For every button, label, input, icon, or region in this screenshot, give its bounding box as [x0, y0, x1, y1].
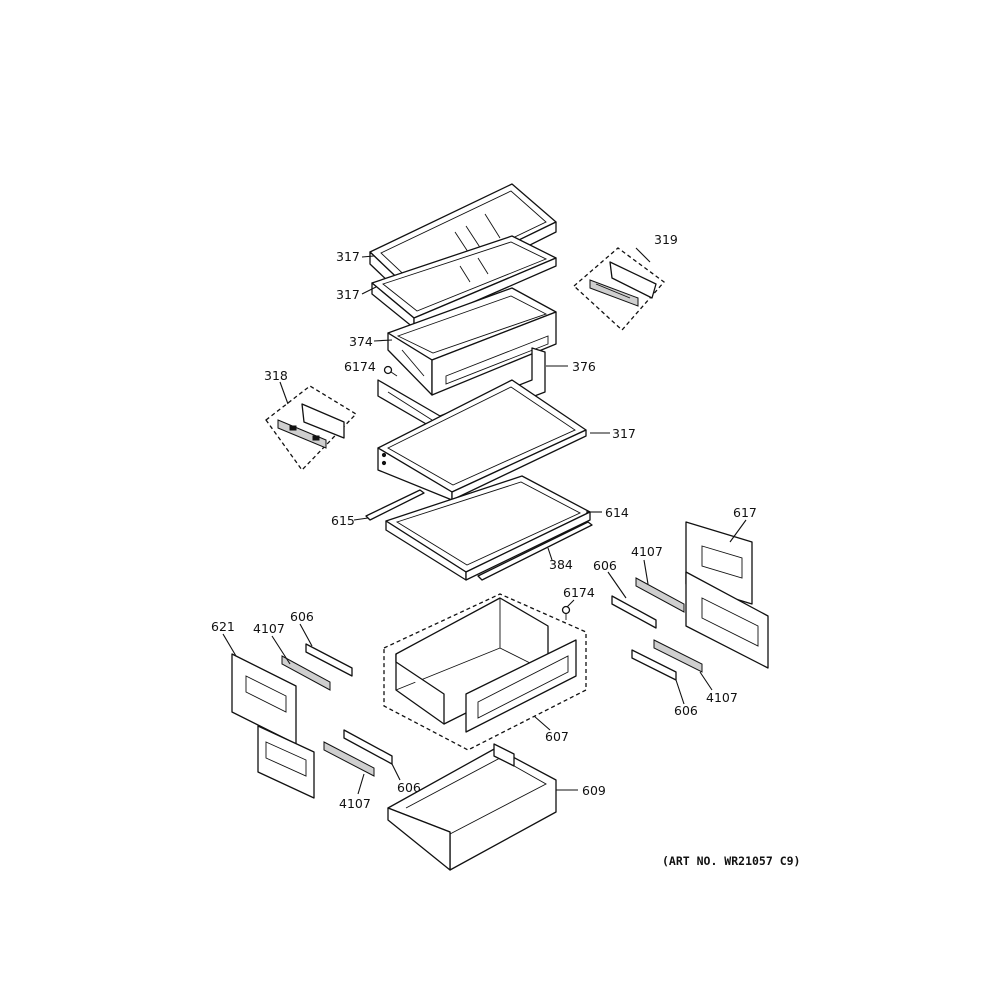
screw-6174-lower: [561, 605, 571, 620]
callout-4107-left-lower: 4107: [339, 796, 371, 811]
slide-bracket-606-right-upper: [611, 595, 657, 629]
callout-621: 621: [211, 619, 235, 634]
drawer-slide-4107-right-upper: [635, 577, 685, 613]
callout-319: 319: [654, 232, 678, 247]
leader-lines: [222, 247, 747, 795]
callout-317-third: 317: [612, 426, 636, 441]
callout-609: 609: [582, 783, 606, 798]
screw-6174-upper: [383, 365, 398, 377]
drawer-slide-4107-right-lower: [653, 639, 703, 673]
drawer-frame-609: [387, 743, 557, 871]
callout-374: 374: [349, 334, 373, 349]
callout-615: 615: [331, 513, 355, 528]
callout-606-right-upper: 606: [593, 558, 617, 573]
callout-6174-lower: 6174: [563, 585, 595, 600]
drawer-slide-4107-left-upper: [281, 655, 331, 691]
slide-bracket-606-left-upper: [305, 643, 353, 677]
callout-606-left-lower: 606: [397, 780, 421, 795]
drawer-front-617: [685, 521, 769, 669]
callout-607: 607: [545, 729, 569, 744]
trim-strip-615: [365, 489, 425, 521]
bracket-kit-318: [265, 385, 358, 472]
callout-4107-right-lower: 4107: [706, 690, 738, 705]
callout-317-top: 317: [336, 249, 360, 264]
shelf-trim-384: [477, 521, 593, 581]
deli-pan-374: [387, 287, 557, 396]
callout-384: 384: [549, 557, 573, 572]
drawer-front-621: [231, 653, 315, 799]
callout-376: 376: [572, 359, 596, 374]
callout-318: 318: [264, 368, 288, 383]
callout-617: 617: [733, 505, 757, 520]
callout-614: 614: [605, 505, 629, 520]
drawer-slide-4107-left-lower: [323, 741, 375, 777]
callout-4107-right-upper: 4107: [631, 544, 663, 559]
glass-shelf-317-third: [377, 379, 587, 501]
callout-606-right-lower: 606: [674, 703, 698, 718]
crisper-drawer-607: [383, 593, 587, 751]
callout-labels: 317 317 319 374 6174 376 318 317 615 614…: [211, 232, 800, 868]
bracket-kit-319: [573, 247, 665, 331]
callout-4107-left-upper: 4107: [253, 621, 285, 636]
callout-606-left-upper: 606: [290, 609, 314, 624]
callout-6174-upper: 6174: [344, 359, 376, 374]
callout-317-second: 317: [336, 287, 360, 302]
art-number: (ART NO. WR21057 C9): [662, 854, 800, 868]
